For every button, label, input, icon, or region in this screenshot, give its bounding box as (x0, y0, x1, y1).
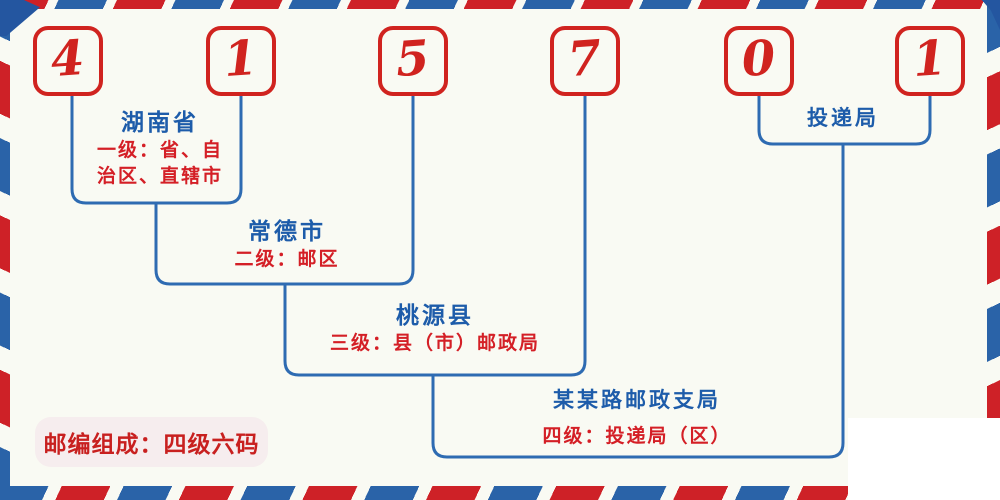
delivery-bureau-label: 投递局 (807, 106, 879, 130)
level2-desc: 二级：邮区 (234, 249, 340, 270)
digit-4: 7 (566, 29, 604, 89)
digit-box-5: 0 (724, 26, 794, 96)
blank-corner-patch (848, 418, 1000, 500)
level1-label-group: 湖南省 一级：省、自 治区、直辖市 (97, 109, 223, 190)
delivery-label-group: 投递局 (807, 104, 879, 132)
digit-box-2: 1 (206, 26, 276, 96)
airmail-stripe-border-right (987, 0, 1000, 500)
level3-label-group: 桃源县 三级：县（市）邮政局 (330, 302, 540, 357)
footer-badge-text: 邮编组成：四级六码 (43, 432, 260, 457)
airmail-stripe-border-left (0, 0, 10, 500)
digit-box-1: 4 (33, 26, 103, 96)
bracket-level3 (283, 96, 587, 377)
level1-province-name: 湖南省 (120, 110, 199, 135)
level2-city-name: 常德市 (247, 219, 326, 244)
level4-label-group: 某某路邮政支局 四级：投递局（区） (542, 386, 731, 450)
digit-box-4: 7 (550, 26, 620, 96)
airmail-stripe-border-top (0, 0, 1000, 9)
level1-desc-line2: 治区、直辖市 (96, 166, 224, 187)
footer-badge: 邮编组成：四级六码 (35, 417, 268, 467)
digit-6: 1 (911, 29, 949, 89)
level3-desc: 三级：县（市）邮政局 (329, 333, 541, 354)
airmail-stripe-border-bottom (0, 486, 1000, 500)
digit-box-6: 1 (895, 26, 965, 96)
level1-desc-line1: 一级：省、自 (96, 140, 224, 161)
digit-box-3: 5 (378, 26, 448, 96)
digit-2: 1 (222, 29, 260, 89)
level3-county-name: 桃源县 (395, 303, 474, 328)
level2-label-group: 常德市 二级：邮区 (234, 218, 339, 273)
level4-branch-name: 某某路邮政支局 (552, 388, 721, 412)
digit-1: 4 (49, 29, 87, 89)
bracket-level4 (431, 144, 845, 459)
level4-desc: 四级：投递局（区） (542, 426, 732, 447)
digit-3: 5 (394, 29, 432, 89)
digit-5: 0 (740, 29, 778, 89)
